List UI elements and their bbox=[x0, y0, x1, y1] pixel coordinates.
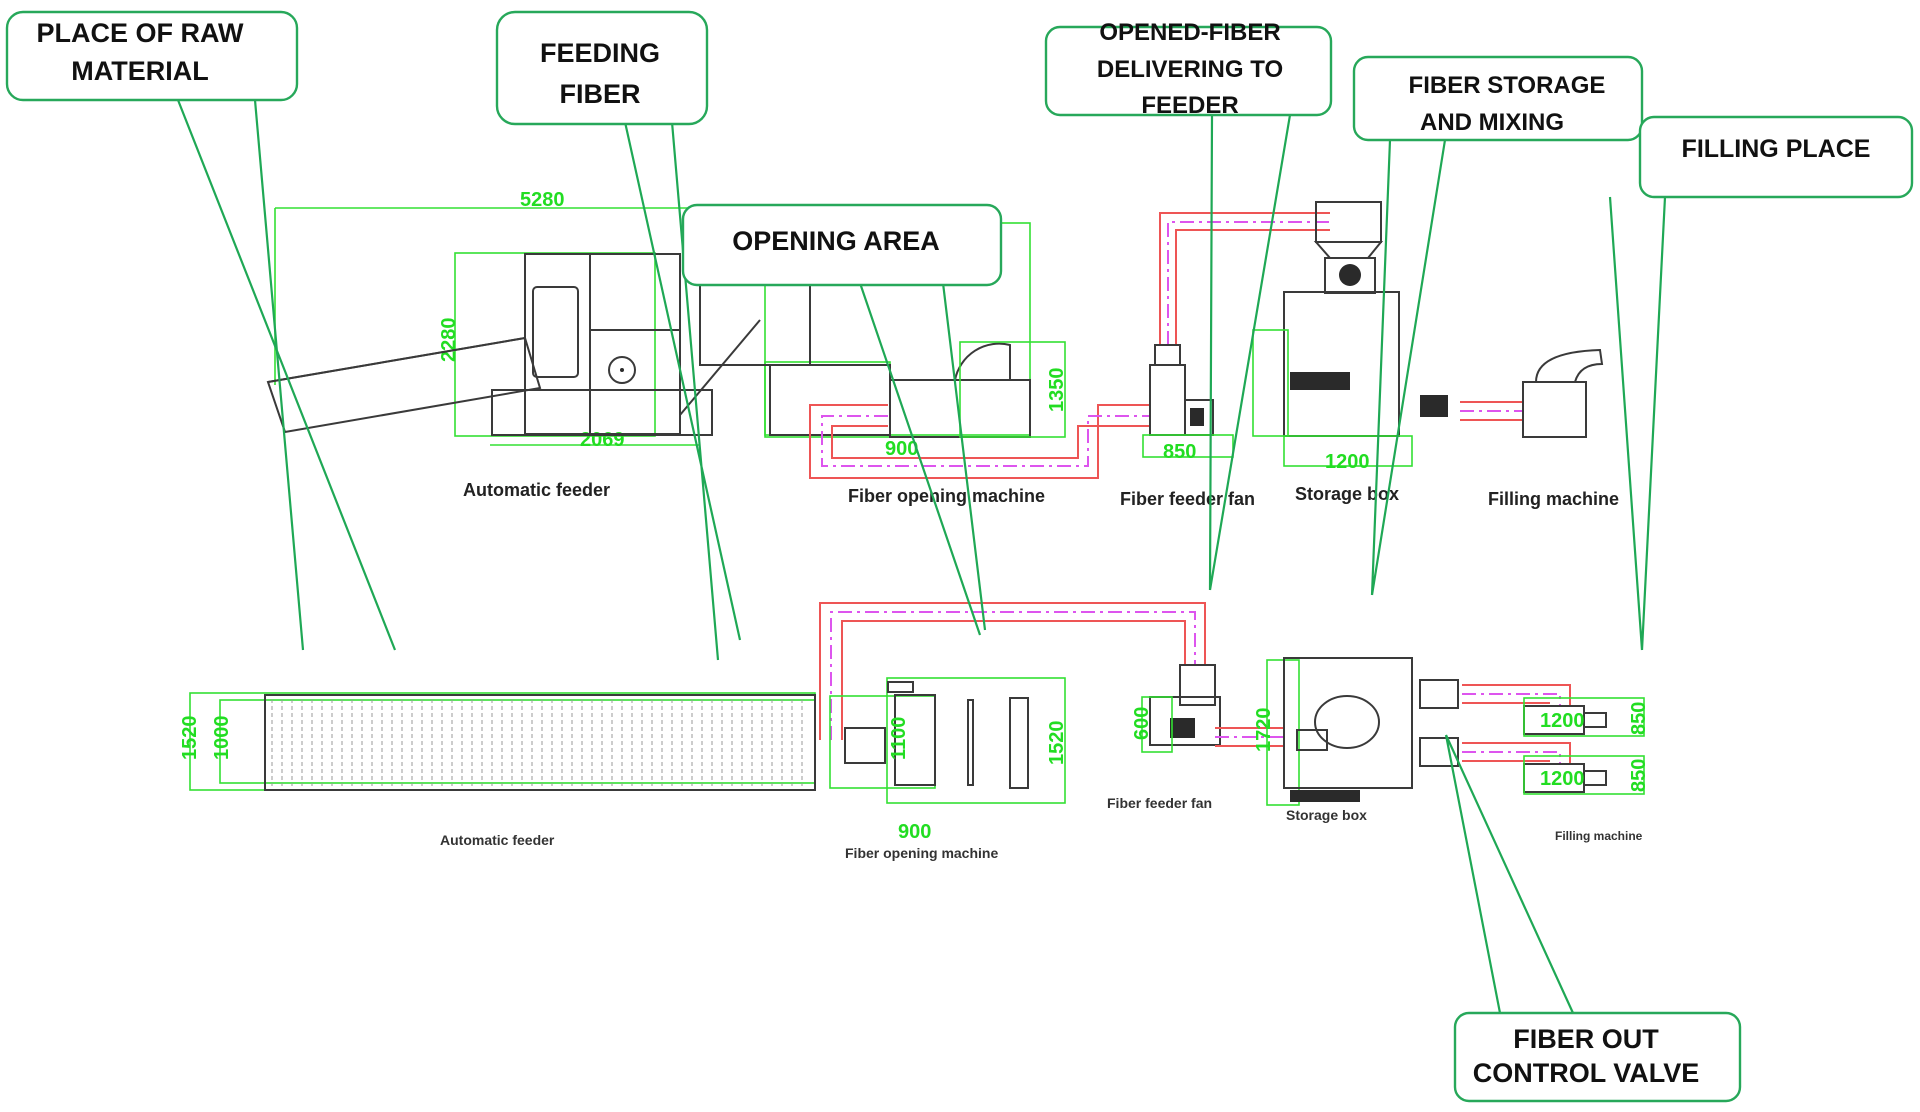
control-valve-1 bbox=[1419, 679, 1459, 709]
side-label-storage-box: Storage box bbox=[1295, 484, 1399, 504]
callout-box-raw-material bbox=[5, 10, 299, 102]
top-label-automatic-feeder: Automatic feeder bbox=[440, 832, 555, 848]
dim-opener-width: 900 bbox=[885, 438, 918, 460]
dim-feeder-length: 5280 bbox=[520, 189, 565, 211]
top-filling-machines: 1200 850 1200 850 Filling machine bbox=[1523, 697, 1650, 843]
dim-top-opener-width: 900 bbox=[898, 821, 931, 843]
fan-body bbox=[1149, 364, 1186, 436]
dim-feeder-outer-width: 1520 bbox=[179, 716, 201, 761]
svg-text:DELIVERING TO: DELIVERING TO bbox=[1097, 56, 1283, 83]
svg-text:FIBER OUT: FIBER OUT bbox=[1513, 1024, 1659, 1054]
opener-top-motor bbox=[844, 727, 886, 764]
top-fiber-opening-machine: 1100 1520 900 Fiber opening machine bbox=[819, 602, 1206, 861]
top-automatic-feeder: 1520 1000 Automatic feeder bbox=[179, 692, 816, 848]
svg-text:FIBER STORAGE: FIBER STORAGE bbox=[1409, 72, 1606, 99]
side-storage-box: 1200 Storage box bbox=[1252, 201, 1448, 504]
dim-opener-height: 1350 bbox=[1046, 368, 1068, 413]
top-label-storage-box: Storage box bbox=[1286, 807, 1367, 823]
opener-hopper bbox=[699, 279, 811, 366]
dim-feeder-base: 2069 bbox=[580, 429, 625, 451]
storage-top-body bbox=[1283, 657, 1413, 789]
side-automatic-feeder: 5280 2280 2069 Automatic feeder bbox=[266, 189, 761, 500]
filler-spout bbox=[1535, 348, 1604, 383]
callout-storage-mixing: FIBER STORAGE AND MIXING bbox=[1352, 55, 1644, 596]
dim-filler-2-length: 1200 bbox=[1540, 768, 1585, 790]
callout-raw-material: PLACE OF RAW MATERIAL bbox=[5, 10, 397, 651]
svg-text:FEEDING: FEEDING bbox=[540, 38, 660, 68]
side-label-filling-machine: Filling machine bbox=[1488, 489, 1619, 509]
top-label-fiber-opening-machine: Fiber opening machine bbox=[845, 845, 998, 861]
opener-body-left bbox=[769, 364, 891, 436]
opener-top-frame bbox=[894, 694, 936, 786]
side-fiber-opening-machine: 1350 900 Fiber opening machine bbox=[699, 222, 1150, 506]
svg-text:PLACE OF RAW: PLACE OF RAW bbox=[37, 18, 245, 48]
feeder-conveyor bbox=[266, 336, 542, 434]
top-label-filling-machine: Filling machine bbox=[1555, 829, 1643, 843]
opener-drum bbox=[953, 342, 1011, 381]
svg-text:FEEDER: FEEDER bbox=[1141, 92, 1238, 119]
callout-box-opening-area bbox=[681, 203, 1003, 287]
top-storage-box: 1720 Storage box bbox=[1253, 657, 1413, 823]
dim-fan-size: 600 bbox=[1131, 707, 1153, 740]
dim-opener-depth: 1520 bbox=[1046, 721, 1068, 766]
dim-filler-1-length: 1200 bbox=[1540, 710, 1585, 732]
dim-filler-1-width: 850 bbox=[1628, 702, 1650, 735]
storage-top-circle bbox=[1314, 695, 1380, 749]
svg-text:OPENED-FIBER: OPENED-FIBER bbox=[1099, 19, 1280, 46]
svg-text:AND MIXING: AND MIXING bbox=[1420, 109, 1564, 136]
feeder-top-body bbox=[264, 694, 816, 791]
dim-fan-width: 850 bbox=[1163, 441, 1196, 463]
callouts: PLACE OF RAW MATERIAL FEEDING FIBER OPEN… bbox=[5, 10, 1914, 1103]
svg-text:FIBER: FIBER bbox=[560, 79, 641, 109]
callout-control-valve: FIBER OUT CONTROL VALVE bbox=[1444, 734, 1742, 1103]
callout-box-opened-fiber bbox=[1044, 25, 1333, 117]
dim-filler-2-width: 850 bbox=[1628, 759, 1650, 792]
callout-box-feeding-fiber bbox=[495, 10, 709, 126]
side-label-automatic-feeder: Automatic feeder bbox=[463, 480, 610, 500]
callout-box-storage-mixing bbox=[1352, 55, 1644, 142]
top-fiber-feeder-fan: 600 Fiber feeder fan bbox=[1107, 664, 1285, 811]
top-label-fiber-feeder-fan: Fiber feeder fan bbox=[1107, 795, 1212, 811]
svg-text:FILLING PLACE: FILLING PLACE bbox=[1682, 135, 1871, 163]
control-valve-side bbox=[1420, 395, 1448, 417]
callout-opening-area: OPENING AREA bbox=[681, 203, 1003, 636]
dim-opener-inner: 1100 bbox=[888, 717, 910, 760]
dim-feeder-height: 2280 bbox=[438, 318, 460, 363]
side-fiber-feeder-fan: 850 Fiber feeder fan bbox=[1120, 212, 1330, 509]
svg-text:MATERIAL: MATERIAL bbox=[71, 56, 208, 86]
control-valve-2 bbox=[1419, 737, 1459, 767]
side-view: 5280 2280 2069 Automatic feeder bbox=[266, 189, 1619, 509]
feeder-body bbox=[524, 253, 681, 435]
callout-filling-place: FILLING PLACE bbox=[1608, 115, 1914, 651]
side-label-fiber-opening-machine: Fiber opening machine bbox=[848, 486, 1045, 506]
callout-feeding-fiber: FEEDING FIBER bbox=[495, 10, 742, 661]
svg-text:CONTROL VALVE: CONTROL VALVE bbox=[1473, 1058, 1700, 1088]
callout-box-control-valve bbox=[1453, 1011, 1742, 1103]
dim-feeder-inner-width: 1000 bbox=[211, 716, 233, 761]
side-filling-machine: Filling machine bbox=[1460, 348, 1619, 509]
feeder-slats bbox=[271, 699, 803, 786]
top-view: 1520 1000 Automatic feeder 1100 1520 900… bbox=[179, 602, 1650, 861]
fan-top-body bbox=[1149, 696, 1221, 746]
feeder-window bbox=[532, 286, 579, 378]
callout-box-filling-place bbox=[1638, 115, 1914, 199]
dim-storage-width: 1200 bbox=[1325, 451, 1370, 473]
side-label-fiber-feeder-fan: Fiber feeder fan bbox=[1120, 489, 1255, 509]
filler-body bbox=[1522, 381, 1587, 438]
svg-text:OPENING AREA: OPENING AREA bbox=[732, 226, 940, 256]
dim-storage-size: 1720 bbox=[1253, 708, 1275, 753]
callout-opened-fiber: OPENED-FIBER DELIVERING TO FEEDER bbox=[1044, 19, 1333, 591]
